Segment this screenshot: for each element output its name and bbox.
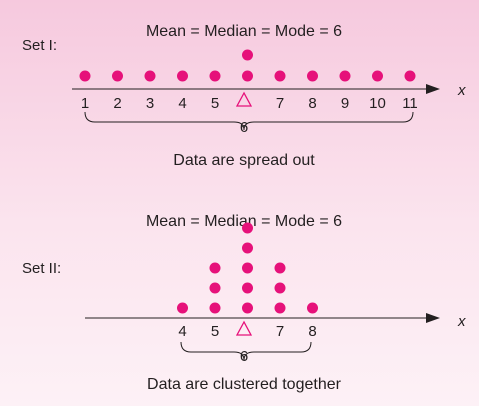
set2-axis-arrow [426, 313, 440, 323]
set1-axis-variable: x [457, 82, 466, 99]
set2-dot [209, 302, 221, 314]
set2-dots [177, 222, 318, 314]
set2-axis-variable: x [457, 313, 466, 330]
set2-dot [209, 282, 221, 294]
set2-dot [242, 302, 253, 314]
set2-dot [242, 242, 253, 254]
set1-dot [112, 70, 123, 82]
set2-brace [180, 341, 312, 361]
set1-label: Set I: [22, 37, 57, 54]
set1-dot [144, 70, 156, 82]
set1-tick-label: 10 [369, 95, 386, 112]
set1-dot [404, 70, 416, 82]
set1-dots [79, 49, 416, 82]
set1-tick-label: 2 [113, 95, 121, 112]
set1-tick-label: 1 [81, 95, 89, 112]
set1-tick-label: 11 [402, 95, 418, 112]
set1-dot [209, 70, 221, 82]
set1-dot [307, 70, 318, 82]
set1-center-marker [235, 91, 253, 107]
set2-dot [274, 262, 286, 274]
set1-tick-labels: 1 2 3 4 5 7 8 9 10 11 [81, 95, 418, 112]
set2-dot [242, 282, 253, 294]
set2-dot [274, 302, 286, 314]
set1-heading: Mean = Median = Mode = 6 [146, 23, 342, 40]
set1-tick-label: 9 [341, 95, 349, 112]
set1-tick-label: 8 [308, 95, 316, 112]
set1-dot [242, 49, 253, 61]
set1-dot [242, 70, 253, 82]
set1-dot [177, 70, 188, 82]
set2-dot [242, 262, 253, 274]
set2-center-marker [235, 320, 253, 336]
set1-dot [274, 70, 286, 82]
set2-tick-labels: 4 5 7 8 [178, 323, 316, 340]
set1-tick-label: 4 [178, 95, 186, 112]
set2-tick-label: 7 [276, 323, 284, 340]
set2-tick-label: 8 [308, 323, 316, 340]
set2-dot [209, 262, 221, 274]
set2-caption: Data are clustered together [147, 376, 342, 393]
set2-dot [242, 222, 253, 234]
set2-brace-value: 6 [240, 348, 248, 365]
set2-tick-label: 4 [178, 323, 186, 340]
set1-tick-label: 3 [146, 95, 154, 112]
set2-heading: Mean = Median = Mode = 6 [146, 213, 342, 230]
set2-dot [307, 302, 318, 314]
set1-axis-arrow [426, 84, 440, 94]
set1-brace [84, 111, 414, 131]
set1-brace-value: 6 [240, 119, 248, 136]
set2-label: Set II: [22, 260, 61, 277]
set1-tick-label: 5 [211, 95, 219, 112]
set2-dot [274, 282, 286, 294]
set1-tick-label: 7 [276, 95, 284, 112]
set2-dot [177, 302, 188, 314]
set2-tick-label: 5 [211, 323, 219, 340]
set1-dot [339, 70, 351, 82]
set1-caption: Data are spread out [173, 152, 315, 169]
set1-dot [372, 70, 383, 82]
set1-dot [79, 70, 91, 82]
